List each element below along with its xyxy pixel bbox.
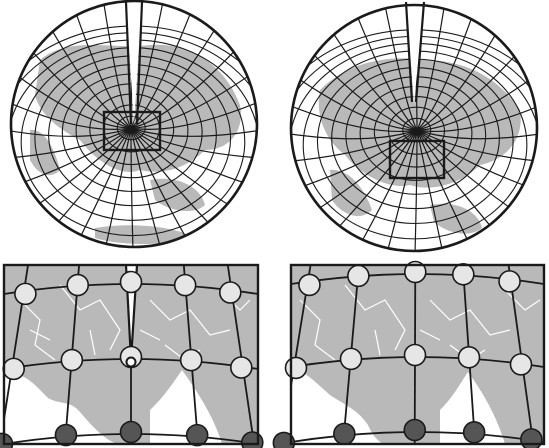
grid-node	[173, 273, 197, 297]
grid-node	[284, 356, 308, 380]
meridian-line	[416, 5, 451, 131]
meridian-line	[130, 127, 171, 247]
grid-node	[403, 343, 427, 367]
globe-outline	[9, 0, 259, 249]
inset-left	[0, 263, 264, 448]
inset-border	[2, 263, 260, 446]
grid-node	[179, 348, 203, 372]
grid-node	[229, 356, 253, 379]
grid-node	[298, 273, 321, 297]
grid-node	[333, 422, 356, 446]
meridian-line	[291, 127, 418, 140]
globe-right	[289, 0, 539, 253]
inset-frame	[388, 139, 446, 180]
meridian-line	[130, 127, 257, 161]
interruption-cut	[126, 0, 142, 124]
grid-nodes	[272, 260, 543, 448]
meridian-line	[416, 129, 484, 251]
meridian-line	[130, 127, 135, 247]
meridian-line	[130, 127, 204, 247]
meridian-line	[97, 127, 132, 247]
meridian-line	[416, 129, 537, 198]
interruption-cut	[406, 0, 424, 104]
inset-border	[289, 263, 546, 446]
meridian-line	[377, 5, 418, 131]
meridian-line	[11, 54, 132, 129]
grid-node	[119, 420, 143, 444]
meridian-line	[416, 127, 537, 140]
meridian-line	[416, 58, 537, 131]
meridian-line	[416, 129, 451, 251]
grid-node	[339, 347, 363, 371]
grid-node	[2, 357, 25, 381]
meridian-line	[416, 129, 537, 165]
meridian-line	[64, 127, 132, 247]
meridian-line	[377, 129, 418, 251]
meridian-line	[344, 129, 418, 251]
sea-area	[150, 370, 222, 444]
grid-node	[66, 273, 90, 297]
grid-node	[60, 348, 84, 372]
sea-area	[4, 372, 120, 444]
grid-node	[403, 260, 427, 284]
grid-node	[452, 263, 475, 286]
inset-frame	[102, 110, 162, 152]
globe-outline	[289, 3, 539, 253]
grid-node	[403, 418, 427, 442]
grid-node	[54, 423, 78, 447]
cut-edges	[404, 1, 426, 103]
globe-left	[9, 0, 259, 249]
sea-area	[291, 368, 385, 444]
meridian-line	[11, 127, 132, 194]
meridian-line	[130, 123, 257, 137]
inset-right	[272, 260, 546, 448]
grid-node	[185, 423, 209, 447]
grid-node	[457, 346, 481, 369]
grid-node	[509, 353, 533, 376]
sea-area	[4, 420, 60, 444]
meridian-line	[97, 1, 132, 129]
grid-node	[218, 281, 242, 304]
meridian-line	[130, 87, 257, 130]
center-point	[414, 127, 420, 133]
center-point	[125, 356, 137, 368]
meridian-line	[11, 87, 132, 130]
grid-node	[14, 282, 37, 306]
meridian-line	[11, 127, 132, 161]
center-point	[128, 125, 134, 131]
meridian-line	[416, 91, 537, 133]
grid-node	[462, 421, 486, 444]
cut-edges	[124, 1, 144, 125]
grid-node	[119, 270, 143, 294]
meridian-line	[291, 129, 418, 165]
meridian-line	[413, 129, 418, 251]
meridian-line	[11, 123, 132, 137]
grid-node	[240, 431, 264, 448]
grid-node	[498, 270, 521, 293]
meridian-line	[291, 91, 418, 133]
grid-node	[347, 264, 370, 288]
